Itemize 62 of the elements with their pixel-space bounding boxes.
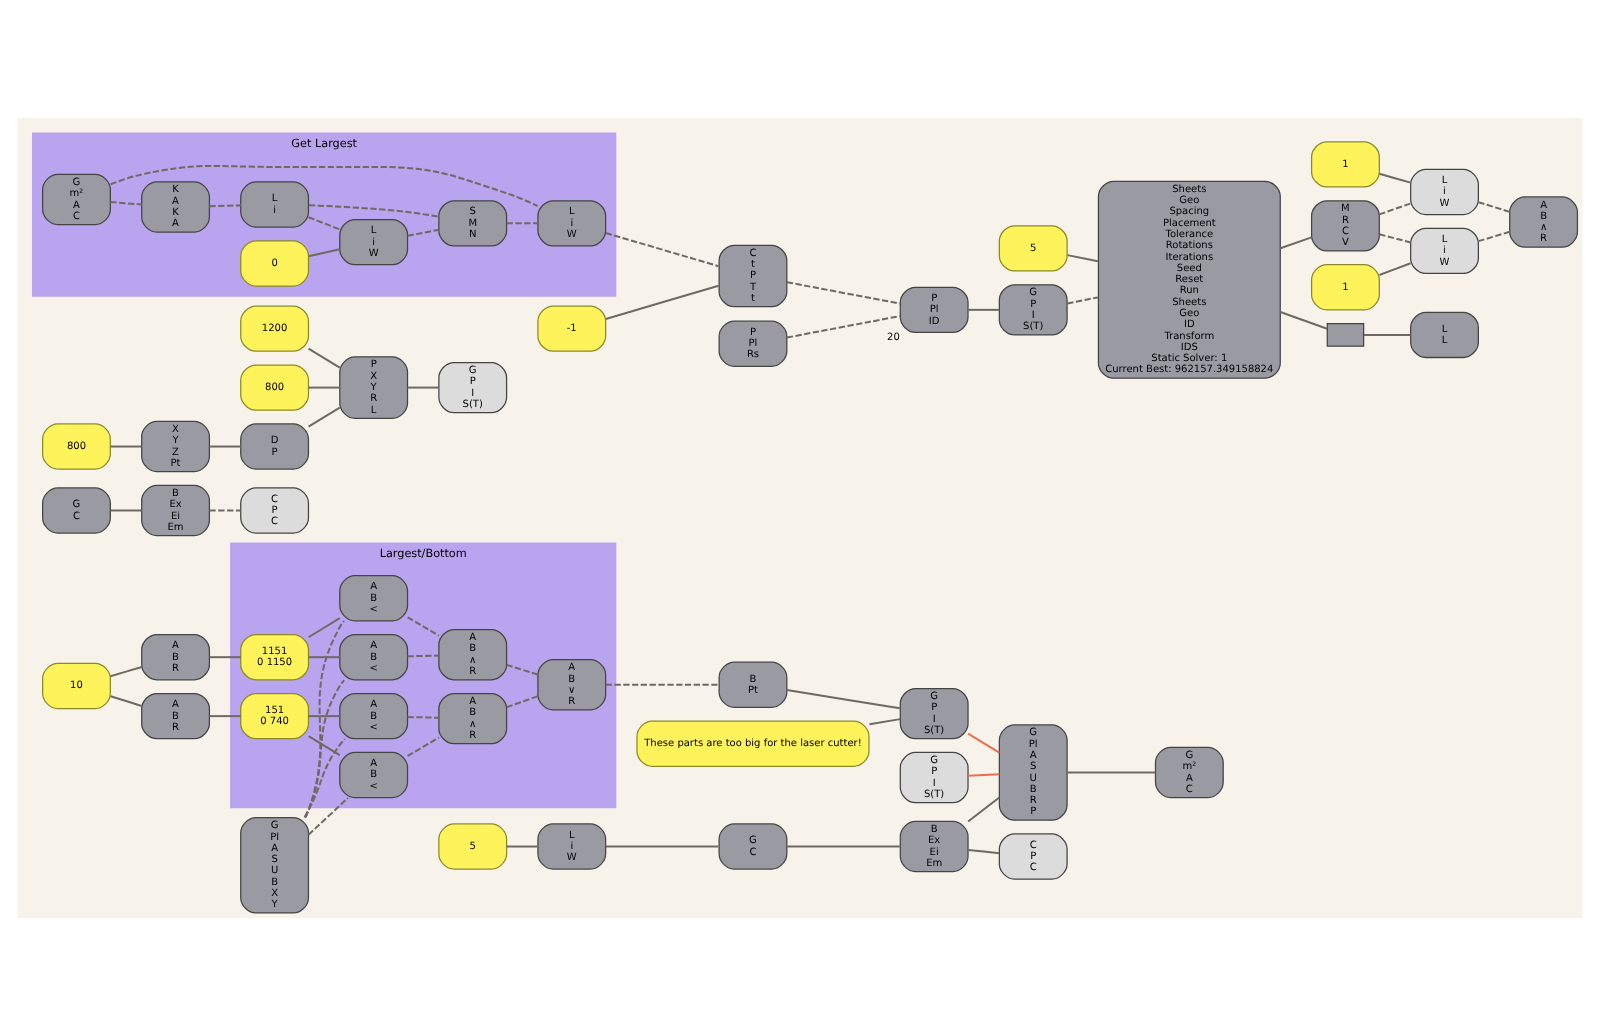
connector [209,656,241,659]
connector [407,386,439,389]
connector [110,509,142,512]
connector [308,656,340,659]
connector [1379,202,1411,216]
connector [605,232,719,268]
connector [308,248,340,258]
connector [1067,771,1156,774]
connector [209,445,241,448]
connector [407,736,440,757]
connector [869,718,901,726]
connector [506,695,539,709]
connector [1478,230,1510,243]
connector [605,284,719,320]
connector [1478,201,1510,213]
connector [308,204,439,218]
connector [308,386,340,389]
connector [1379,262,1411,276]
connector [968,773,1000,777]
connector [308,347,341,369]
connector [968,308,1000,311]
connector [303,738,346,818]
connector [407,654,439,658]
connector [968,848,1000,855]
connector [304,679,345,819]
connector [308,715,340,718]
connector [1280,236,1312,250]
connector [786,689,900,710]
connector [308,735,341,756]
connector [787,845,900,848]
connector [1067,254,1099,263]
connector [110,164,539,207]
connector [605,683,719,686]
connector [209,509,241,512]
connector [110,665,142,678]
connector [506,222,538,225]
connector [1280,311,1328,330]
connector [1379,172,1411,184]
connector [308,406,341,428]
connector [1379,233,1411,244]
connector [407,616,440,637]
connector [308,617,341,639]
connector [307,797,349,836]
connector [209,715,241,718]
connector [110,695,142,707]
connector [407,228,439,237]
connector [786,281,900,305]
node-box [1326,323,1365,347]
connector [308,216,341,231]
connector [304,620,345,818]
connector [786,315,900,339]
connector [1363,333,1411,336]
connector [110,445,142,448]
connector [967,732,1000,754]
connector [605,845,719,848]
connector [407,715,439,719]
connector [209,204,241,208]
connector [967,796,1000,823]
connector [506,845,538,848]
connector [506,663,539,676]
connector [110,201,142,206]
connector [1067,296,1098,305]
